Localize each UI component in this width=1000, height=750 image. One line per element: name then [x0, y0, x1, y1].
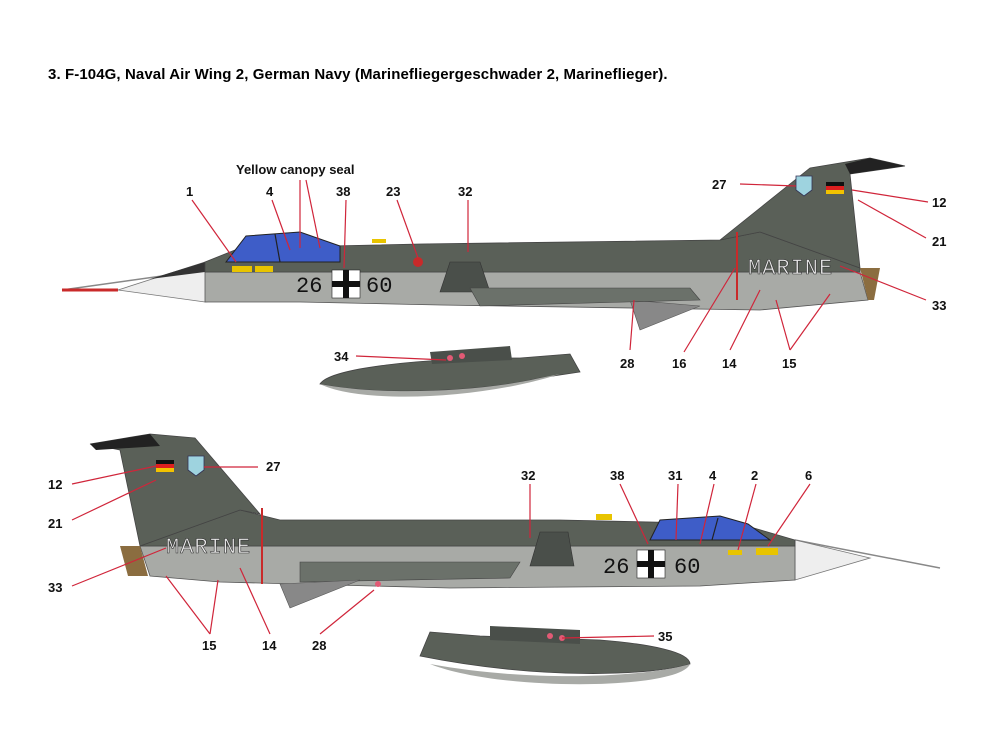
label-top-12: 12: [932, 195, 946, 210]
german-flag-icon: [826, 182, 844, 194]
balkenkreuz-icon: [636, 549, 666, 579]
top-drop-tank: [319, 346, 581, 397]
yellow-canopy-seal-note: Yellow canopy seal: [236, 162, 355, 177]
label-top-21: 21: [932, 234, 946, 249]
label-bottom-38: 38: [610, 468, 624, 483]
label-bottom-21: 21: [48, 516, 62, 531]
label-top-33: 33: [932, 298, 946, 313]
marine-text-bottom: MARINE: [166, 535, 251, 560]
label-top-28: 28: [620, 356, 634, 371]
code-right-top: 60: [366, 274, 392, 299]
label-bottom-31: 31: [668, 468, 682, 483]
label-top-34: 34: [334, 349, 349, 364]
label-bottom-15: 15: [202, 638, 216, 653]
label-top-32: 32: [458, 184, 472, 199]
german-flag-icon: [156, 460, 174, 472]
label-top-4: 4: [266, 184, 274, 199]
balkenkreuz-icon: [331, 269, 361, 299]
top-labels: 1 4 38 23 32 27 12 21 33 16 14 15 28 34: [186, 177, 946, 371]
label-bottom-12: 12: [48, 477, 62, 492]
label-top-27: 27: [712, 177, 726, 192]
label-top-23: 23: [386, 184, 400, 199]
marine-text-top: MARINE: [748, 256, 833, 281]
label-top-38: 38: [336, 184, 350, 199]
label-top-15: 15: [782, 356, 796, 371]
label-bottom-27: 27: [266, 459, 280, 474]
label-bottom-4: 4: [709, 468, 717, 483]
wing-badge-icon: [795, 175, 813, 197]
leader-lines: [71, 179, 929, 639]
bottom-drop-tank: [419, 626, 691, 685]
code-right-bottom: 60: [674, 555, 700, 580]
label-bottom-35: 35: [658, 629, 672, 644]
code-left-bottom: 26: [603, 555, 629, 580]
bottom-aircraft-profile: MARINE 26 60: [89, 433, 941, 609]
label-bottom-28: 28: [312, 638, 326, 653]
label-bottom-6: 6: [805, 468, 812, 483]
label-top-1: 1: [186, 184, 193, 199]
label-bottom-2: 2: [751, 468, 758, 483]
label-bottom-14: 14: [262, 638, 277, 653]
bottom-labels: 12 21 33 27 32 38 31 4 2 6 15 14 28 35: [48, 459, 812, 653]
label-bottom-32: 32: [521, 468, 535, 483]
wing-badge-icon: [187, 455, 205, 477]
page-title: 3. F-104G, Naval Air Wing 2, German Navy…: [48, 66, 668, 83]
code-left-top: 26: [296, 274, 322, 299]
label-bottom-33: 33: [48, 580, 62, 595]
label-top-14: 14: [722, 356, 737, 371]
label-top-16: 16: [672, 356, 686, 371]
